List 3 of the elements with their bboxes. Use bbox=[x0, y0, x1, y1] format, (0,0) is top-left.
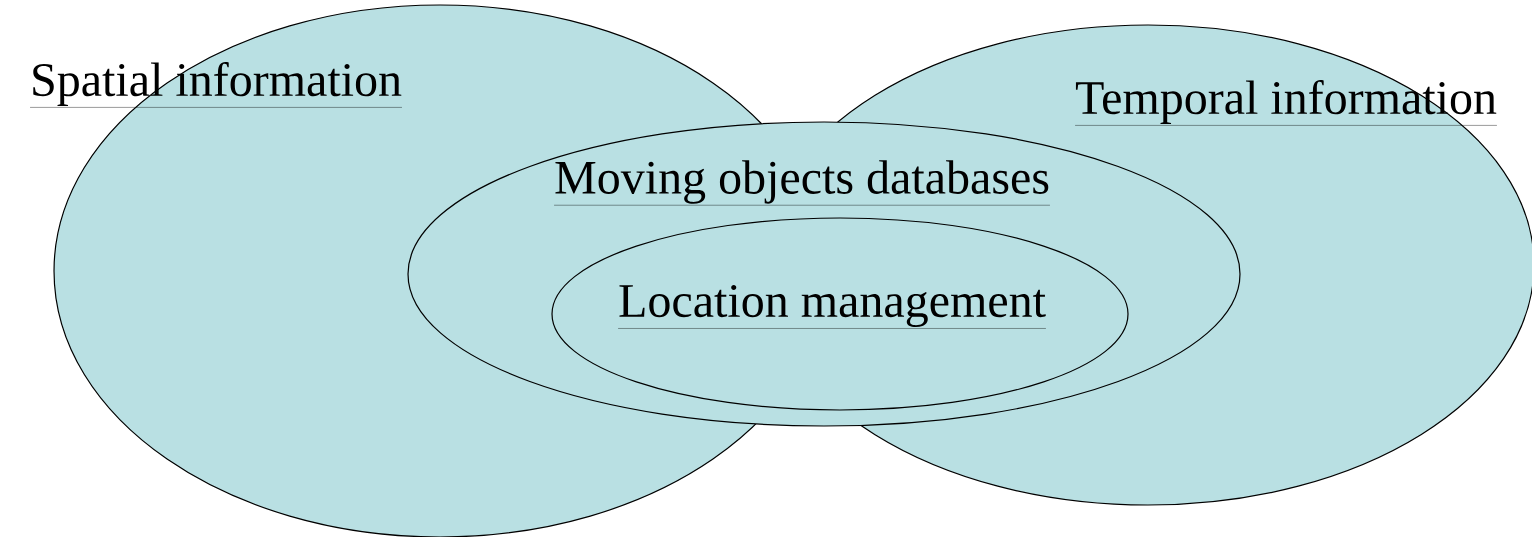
ellipse-label: Spatial information bbox=[29, 62, 403, 108]
ellipse-label: Moving objects databases bbox=[553, 160, 1051, 206]
ellipse-label: Location management bbox=[617, 284, 1047, 329]
